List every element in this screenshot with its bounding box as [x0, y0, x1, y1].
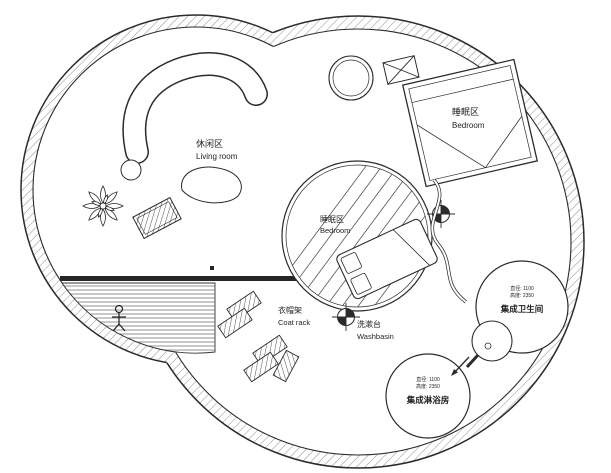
bedroom-pod-label-zh: 睡眠区 [320, 215, 344, 224]
curved-sofa [122, 52, 268, 164]
side-table [120, 159, 142, 181]
main-bed [401, 58, 539, 188]
wavy-partition [430, 178, 468, 304]
coat-rack-label-en: Coat rack [278, 318, 310, 327]
shower-label: 集成淋浴房 [406, 395, 450, 405]
washbasin-label-en: Washbasin [357, 332, 394, 341]
level-marker-icon [332, 303, 360, 331]
bedroom-main-label-zh: 睡眠区 [452, 106, 479, 117]
coat-rack-units [217, 290, 300, 383]
person-icon [112, 304, 126, 332]
round-table-icon [328, 55, 374, 101]
tv-cabinet [132, 196, 182, 240]
bedroom-pod-label-en: Bedroom [320, 226, 350, 235]
area-labels: 休闲区 Living room 睡眠区 Bedroom 睡眠区 Bedroom … [196, 106, 485, 341]
bathroom-spec-2: 高度: 2350 [510, 292, 534, 299]
bathroom-label: 集成卫生间 [500, 304, 544, 314]
shower-spec-2: 高度: 2350 [416, 383, 440, 390]
entry-deck [61, 282, 216, 354]
bedroom-pod [281, 160, 438, 312]
nightstand-icon [382, 55, 420, 85]
direction-arrow-icon [451, 356, 470, 376]
interior-wall [60, 266, 310, 281]
living-room-label-zh: 休闲区 [196, 138, 223, 149]
washbasin-label-zh: 洗漱台 [357, 319, 381, 329]
coat-rack-label-zh: 衣帽架 [278, 305, 302, 315]
shower-spec-1: 直径: 1100 [416, 376, 440, 383]
washbasin-icon [465, 320, 513, 369]
coffee-table [181, 166, 242, 204]
bathroom-spec-1: 直径: 1100 [510, 285, 534, 292]
shower-pod: 直径: 1100 高度: 2350 集成淋浴房 [385, 353, 471, 439]
living-room-label-en: Living room [196, 152, 238, 161]
wall-marker [210, 266, 214, 270]
plant-icon [82, 185, 124, 227]
bedroom-main-label-en: Bedroom [452, 121, 485, 130]
pod-bed [336, 218, 438, 300]
